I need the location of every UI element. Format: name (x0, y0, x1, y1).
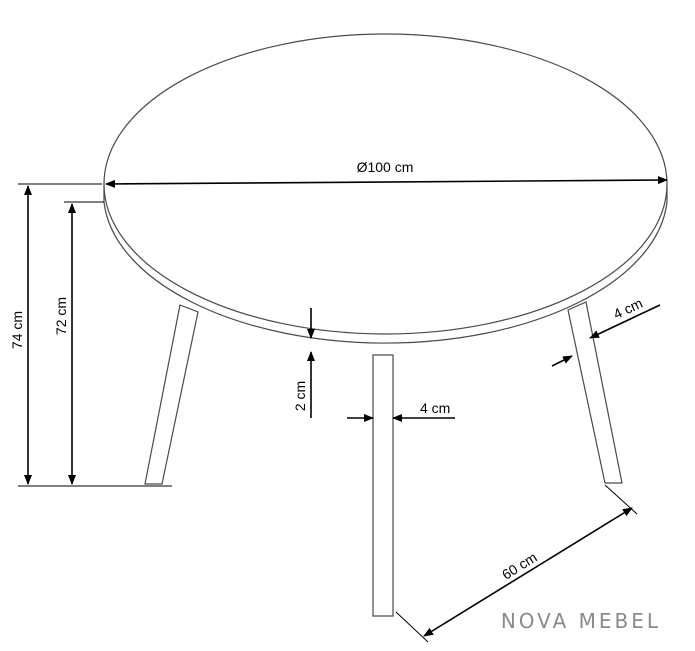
total-height-label: 74 cm (9, 311, 25, 349)
front-leg-width-label: 4 cm (420, 400, 450, 416)
total-height-dimension: 74 cm (9, 183, 172, 487)
leg-spread-right-extension (604, 484, 638, 515)
leg-spread-dimension-line (423, 507, 633, 637)
side-leg-width-lower-arrow (551, 355, 573, 367)
top-thickness-dimension: 2 cm (292, 308, 315, 418)
side-leg-width-label: 4 cm (611, 295, 645, 322)
diameter-label: Ø100 cm (357, 159, 414, 175)
front-leg (372, 354, 394, 617)
brand-logo: NOVA MEBEL (501, 609, 661, 633)
front-leg-width-dimension: 4 cm (347, 400, 455, 422)
tabletop (103, 33, 668, 344)
diameter-dimension-line (105, 176, 668, 188)
left-leg (144, 304, 199, 485)
frame-height-dimension: 72 cm (53, 201, 104, 485)
frame-height-label: 72 cm (53, 297, 69, 335)
leg-spread-front-extension (395, 611, 429, 643)
side-leg-width-upper-arrow (589, 304, 661, 339)
top-thickness-label: 2 cm (292, 381, 308, 411)
table-legs (144, 301, 623, 617)
right-leg (567, 301, 623, 484)
diameter-dimension: Ø100 cm (105, 159, 668, 188)
